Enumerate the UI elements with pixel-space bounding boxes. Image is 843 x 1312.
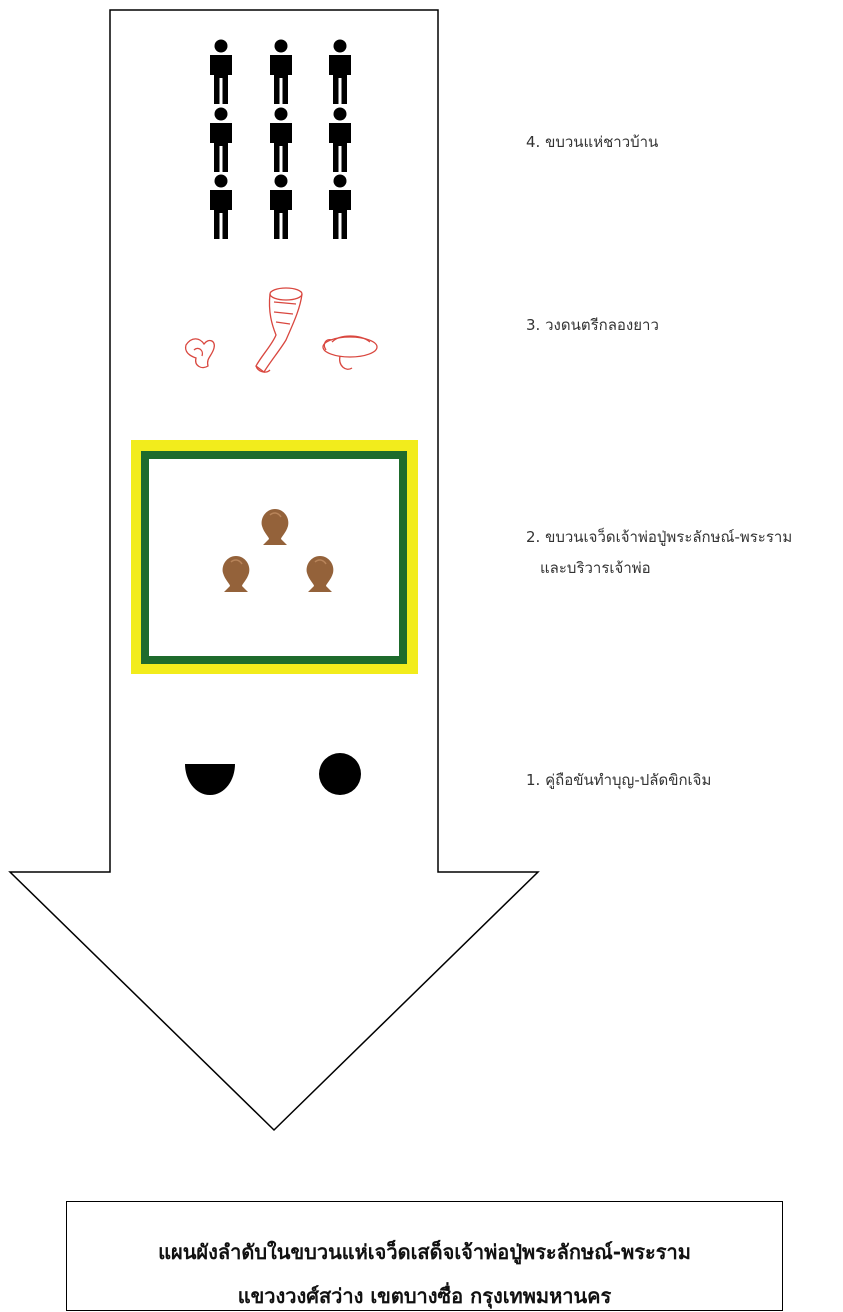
shrine-statues-icon bbox=[131, 440, 418, 674]
procession-label-shrine-line1: 2. ขบวนเจว็ดเจ้าพ่อปู่พระลักษณ์-พระราม bbox=[526, 528, 793, 546]
diagram-title-line2: แขวงวงศ์สว่าง เขตบางซื่อ กรุงเทพมหานคร bbox=[237, 1284, 612, 1308]
people-icon bbox=[210, 39, 351, 239]
diagram-title-line1: แผนผังลำดับในขบวนแห่เจว็ดเสด็จเจ้าพ่อปู่… bbox=[158, 1240, 691, 1264]
procession-label-villagers: 4. ขบวนแห่ชาวบ้าน bbox=[526, 133, 659, 151]
offering-bowl-icon bbox=[185, 753, 361, 795]
procession-label-offering: 1. คู่ถือขันทำบุญ-ปลัดขิกเจิม bbox=[526, 771, 712, 789]
long-drum-icon bbox=[184, 287, 378, 373]
procession-label-drum-band: 3. วงดนตรีกลองยาว bbox=[526, 316, 659, 334]
procession-label-shrine-line2: และบริวารเจ้าพ่อ bbox=[540, 559, 651, 577]
diagram-title-box: แผนผังลำดับในขบวนแห่เจว็ดเสด็จเจ้าพ่อปู่… bbox=[66, 1201, 783, 1311]
